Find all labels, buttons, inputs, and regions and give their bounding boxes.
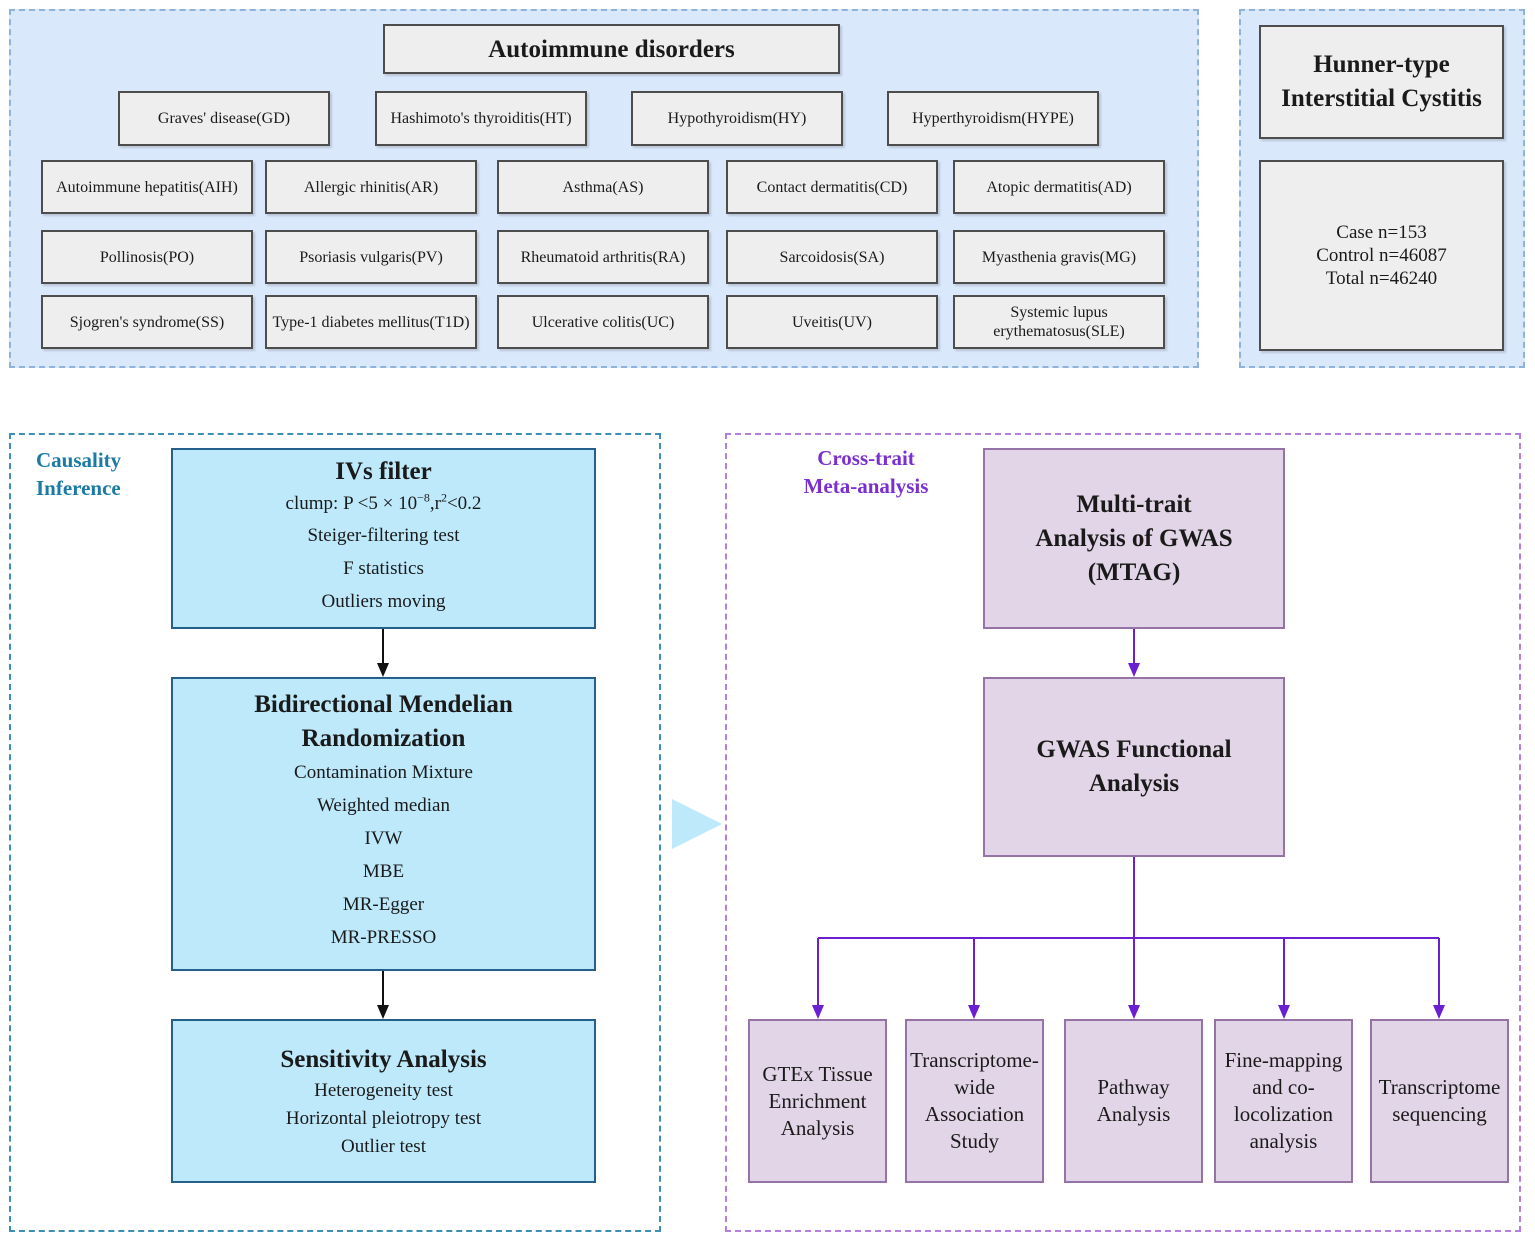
ivs-filter-box: IVs filter clump: P <5 × 10−8,r2<0.2 Ste… <box>171 448 596 629</box>
arrowhead-to-gtex <box>812 1005 824 1019</box>
leaf-pathway-line2: Analysis <box>1096 1102 1171 1126</box>
disease-box-ss: Sjogren's syndrome(SS) <box>41 295 253 349</box>
disease-box-ar: Allergic rhinitis(AR) <box>265 160 477 214</box>
arrowhead-to-pathway <box>1128 1005 1140 1019</box>
hic-title-box: Hunner-type Interstitial Cystitis <box>1259 25 1504 139</box>
crosstrait-panel <box>725 433 1521 1232</box>
leaf-finemapping-box: Fine-mapping and co- locolization analys… <box>1214 1019 1353 1183</box>
ivs-item-outliers: Outliers moving <box>321 591 446 612</box>
disease-box-hy: Hypothyroidism(HY) <box>631 91 843 146</box>
sensitivity-box: Sensitivity Analysis Heterogeneity test … <box>171 1019 596 1183</box>
disease-box-t1d: Type-1 diabetes mellitus(T1D) <box>265 295 477 349</box>
crosstrait-label: Cross-trait Meta-analysis <box>790 444 942 500</box>
mtag-line3: (MTAG) <box>1087 558 1181 586</box>
leaf-twas-line3: Association <box>924 1102 1025 1126</box>
mtag-line2: Analysis of GWAS <box>1035 524 1233 552</box>
mtag-line1: Multi-trait <box>1076 490 1192 518</box>
mr-item-mbe: MBE <box>362 861 405 882</box>
disease-box-ht: Hashimoto's thyroiditis(HT) <box>375 91 587 146</box>
leaf-gtex-line1: GTEx Tissue <box>762 1061 873 1086</box>
ivs-filter-title: IVs filter <box>335 458 432 485</box>
causality-panel <box>9 433 661 1232</box>
disease-box-as: Asthma(AS) <box>497 160 709 214</box>
disease-box-pv: Psoriasis vulgaris(PV) <box>265 230 477 284</box>
ivs-clump-criterion: clump: P <5 × 10−8,r2<0.2 <box>285 490 482 514</box>
leaf-gtex-line3: Analysis <box>780 1115 855 1140</box>
leaf-finemapping-line1: Fine-mapping <box>1224 1048 1343 1072</box>
hic-title-line2: Interstitial Cystitis <box>1281 85 1482 112</box>
mr-item-egger: MR-Egger <box>342 894 425 915</box>
leaf-gtex-box: GTEx Tissue Enrichment Analysis <box>748 1019 887 1183</box>
ivs-item-fstat: F statistics <box>343 558 424 579</box>
gwas-functional-line1: GWAS Functional <box>1036 736 1232 763</box>
leaf-twas-line4: Study <box>949 1129 999 1153</box>
mr-item-contamination: Contamination Mixture <box>294 762 473 783</box>
disease-box-cd: Contact dermatitis(CD) <box>726 160 938 214</box>
leaf-transcriptome-seq-line1: Transcriptome <box>1378 1075 1501 1099</box>
sensitivity-title: Sensitivity Analysis <box>280 1046 487 1073</box>
disease-box-hype: Hyperthyroidism(HYPE) <box>887 91 1099 146</box>
arrowhead-to-twas <box>968 1005 980 1019</box>
leaf-finemapping-line2: and co- <box>1252 1075 1315 1099</box>
leaf-gtex-line2: Enrichment <box>768 1088 867 1113</box>
mr-title-line1: Bidirectional Mendelian <box>254 691 513 718</box>
leaf-finemapping-line4: analysis <box>1249 1129 1318 1153</box>
gwas-functional-box: GWAS Functional Analysis <box>983 677 1285 857</box>
mr-box: Bidirectional Mendelian Randomization Co… <box>171 677 596 971</box>
mr-title-line2: Randomization <box>301 725 466 752</box>
disease-box-sa: Sarcoidosis(SA) <box>726 230 938 284</box>
ivs-item-steiger: Steiger-filtering test <box>307 525 460 546</box>
arrowhead-to-transcriptome-seq <box>1433 1005 1445 1019</box>
crosstrait-label-line2: Meta-analysis <box>803 474 929 498</box>
leaf-twas-box: Transcriptome- wide Association Study <box>905 1019 1044 1183</box>
autoimmune-title: Autoimmune disorders <box>383 24 840 74</box>
crosstrait-arrows <box>817 629 1440 1007</box>
disease-box-ad: Atopic dermatitis(AD) <box>953 160 1165 214</box>
arrowhead-ivs-to-mr <box>377 663 389 677</box>
disease-box-mg: Myasthenia gravis(MG) <box>953 230 1165 284</box>
disease-box-aih: Autoimmune hepatitis(AIH) <box>41 160 253 214</box>
causality-label-line1: Causality <box>36 448 122 472</box>
leaf-twas-line1: Transcriptome- <box>910 1048 1039 1072</box>
hic-control: Control n=46087 <box>1316 245 1447 266</box>
disease-box-uv: Uveitis(UV) <box>726 295 938 349</box>
sensitivity-item-pleiotropy: Horizontal pleiotropy test <box>285 1108 482 1129</box>
disease-box-po: Pollinosis(PO) <box>41 230 253 284</box>
causality-label-line2: Inference <box>36 476 121 500</box>
crosstrait-label-line1: Cross-trait <box>817 446 915 470</box>
leaf-finemapping-line3: locolization <box>1233 1102 1334 1126</box>
panel-link-arrow <box>672 799 722 849</box>
hic-stats-box: Case n=153 Control n=46087 Total n=46240 <box>1259 160 1504 351</box>
hic-case: Case n=153 <box>1336 222 1427 243</box>
mr-item-ivw: IVW <box>364 828 403 849</box>
hic-title-line1: Hunner-type <box>1313 51 1450 78</box>
leaf-transcriptome-seq-line2: sequencing <box>1392 1102 1487 1126</box>
leaf-pathway-box: Pathway Analysis <box>1064 1019 1203 1183</box>
disease-box-uc: Ulcerative colitis(UC) <box>497 295 709 349</box>
mr-item-presso: MR-PRESSO <box>330 927 437 948</box>
mr-item-weighted-median: Weighted median <box>316 795 450 816</box>
causality-label: Causality Inference <box>36 446 121 502</box>
disease-box-gd: Graves' disease(GD) <box>118 91 330 146</box>
leaf-transcriptome-seq-box: Transcriptome sequencing <box>1370 1019 1509 1183</box>
hic-total: Total n=46240 <box>1325 268 1438 289</box>
disease-box-ra: Rheumatoid arthritis(RA) <box>497 230 709 284</box>
arrowhead-to-finemapping <box>1278 1005 1290 1019</box>
leaf-pathway-line1: Pathway <box>1097 1075 1170 1099</box>
arrowhead-mtag-to-functional <box>1128 663 1140 677</box>
gwas-functional-line2: Analysis <box>1088 770 1180 797</box>
sensitivity-item-heterogeneity: Heterogeneity test <box>314 1080 453 1101</box>
leaf-twas-line2: wide <box>954 1075 995 1099</box>
mtag-box: Multi-trait Analysis of GWAS (MTAG) <box>983 448 1285 629</box>
arrowhead-mr-to-sensitivity <box>377 1005 389 1019</box>
sensitivity-item-outlier: Outlier test <box>341 1136 426 1157</box>
disease-box-sle: Systemic lupus erythematosus(SLE) <box>953 295 1165 349</box>
